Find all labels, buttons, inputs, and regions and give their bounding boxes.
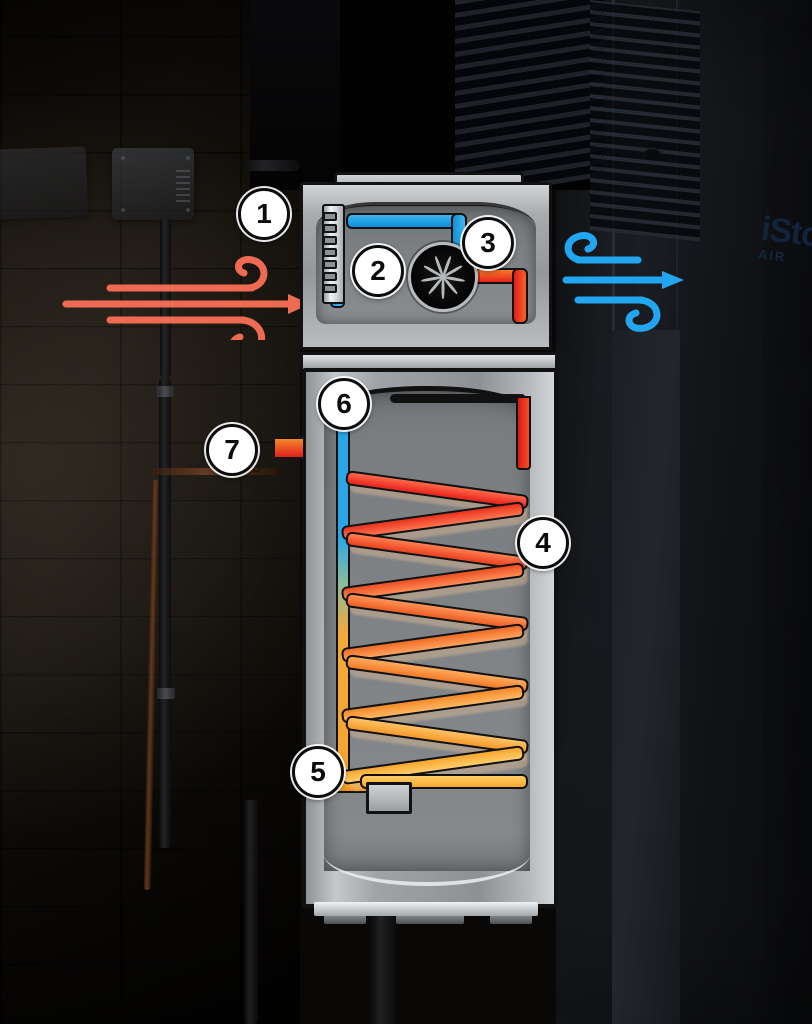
pipe-clamp-1 [156,386,174,397]
callout-number: 6 [336,388,352,419]
copper-pipe-horizontal [148,468,278,475]
cold-air-arrowhead [662,271,684,289]
box-screw [121,208,125,212]
callout-cold-water-inlet[interactable]: 6 [318,378,370,430]
refrigerant-line-cold-horizontal [346,213,466,229]
warm-air-arrowhead [288,294,310,314]
insulated-pipe-lower [159,378,171,848]
heating-element-box [366,782,412,814]
callout-number: 5 [310,756,326,787]
tank-base-plate [314,902,538,916]
box-vent-lines [176,170,190,202]
evaporator-fin [323,284,337,293]
evaporator-fin [323,272,337,281]
condenser-coil [341,470,538,792]
callout-number: 3 [480,227,496,258]
callout-number: 4 [535,527,551,558]
tank-foot [324,916,366,924]
insulated-pipe-upper [160,218,171,378]
callout-hot-water-outlet-port[interactable]: 7 [206,424,258,476]
conduit-bottom [244,800,258,1024]
callout-condenser-coil[interactable]: 4 [517,517,569,569]
callout-fan[interactable]: 3 [462,217,514,269]
callout-number: 2 [370,255,386,286]
callout-number: 1 [256,198,272,229]
evaporator-fin [323,224,337,233]
callout-number: 7 [224,434,240,465]
evaporator-fin [323,260,337,269]
tank-foot [396,916,464,924]
evaporator-fins [322,204,345,304]
fan-blade [441,277,445,299]
unit-drain-pipe [370,916,396,1024]
refrigerant-line-hot-vertical [512,268,528,324]
unit-screw-hole [643,148,661,160]
conduit-top [240,160,300,171]
callout-warm-ambient-air-intake[interactable]: 1 [238,188,290,240]
box-screw [186,156,190,160]
hot-refrigerant-downpipe [516,396,531,470]
hot-water-outlet-port [273,437,305,459]
cold-air-arrows [562,232,684,332]
callout-heating-element[interactable]: 5 [292,746,344,798]
pipe-clamp-2 [157,688,175,699]
brand-panel [612,330,680,1024]
box-screw [186,208,190,212]
tank-bottom-arc [324,842,530,886]
tank-foot [490,916,532,924]
evaporator-fin [323,212,337,221]
tank-top-arc-line [390,394,526,403]
warm-air-arrows [62,256,310,340]
evaporator-fin [323,248,337,257]
box-screw [121,156,125,160]
evaporator-fin [323,236,337,245]
callout-evaporator[interactable]: 2 [352,245,404,297]
hot-water-outlet-label: HOT WATER OUTLET [250,455,262,592]
